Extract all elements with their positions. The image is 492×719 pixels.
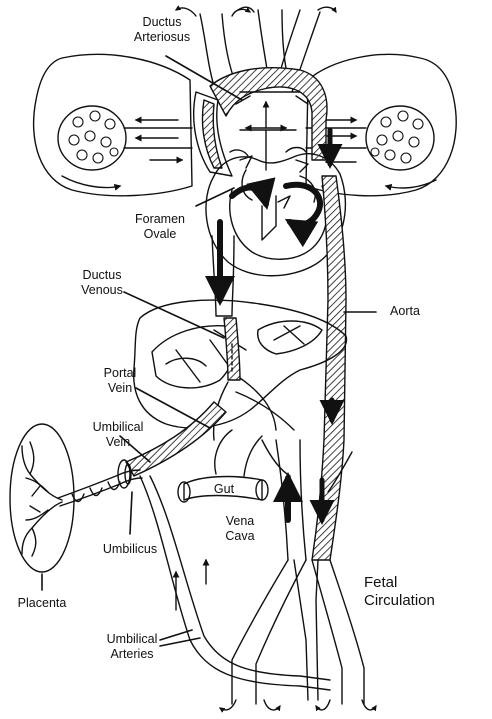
label-ductus-arteriosus: Ductus Arteriosus bbox=[116, 15, 208, 45]
figure-title-line1: Fetal bbox=[364, 574, 398, 591]
label-umbilical-arteries-line2: Arteries bbox=[110, 647, 154, 661]
label-aorta-text: Aorta bbox=[390, 304, 420, 318]
leader-lines bbox=[41, 55, 377, 647]
label-vena-cava-line2: Cava bbox=[225, 529, 255, 543]
bifurcation-arrows bbox=[235, 95, 309, 171]
label-umbilicus-text: Umbilicus bbox=[102, 542, 158, 556]
pulmonary-trunk bbox=[193, 91, 301, 177]
label-foramen-ovale: Foramen Ovale bbox=[120, 212, 200, 242]
label-umbilical-arteries-line1: Umbilical bbox=[106, 632, 158, 646]
label-ductus-arteriosus-line1: Ductus bbox=[142, 15, 182, 29]
foramen-ovale-arrows bbox=[229, 177, 323, 248]
left-lung bbox=[32, 53, 193, 197]
label-gut: Gut bbox=[206, 482, 242, 497]
label-ductus-venous-line1: Ductus bbox=[82, 268, 122, 282]
placenta bbox=[9, 423, 75, 573]
label-ductus-venous: Ductus Venous bbox=[66, 268, 138, 298]
umbilical-cord bbox=[57, 459, 143, 507]
label-umbilicus: Umbilicus bbox=[88, 542, 172, 557]
label-portal-vein-line1: Portal bbox=[103, 366, 137, 380]
label-placenta-text: Placenta bbox=[17, 596, 67, 610]
label-portal-vein-line2: Vein bbox=[107, 381, 133, 395]
descending-aorta bbox=[309, 175, 347, 561]
umbilical-vein-vessel bbox=[125, 401, 227, 477]
label-gut-text: Gut bbox=[213, 482, 235, 496]
figure-title: Fetal Circulation bbox=[364, 574, 464, 610]
label-aorta: Aorta bbox=[380, 304, 430, 319]
right-lung bbox=[305, 53, 457, 197]
label-umbilical-arteries: Umbilical Arteries bbox=[96, 632, 168, 662]
label-ductus-venous-line2: Venous bbox=[81, 283, 123, 297]
label-placenta: Placenta bbox=[4, 596, 80, 611]
inferior-vena-cava bbox=[205, 219, 235, 317]
label-portal-vein: Portal Vein bbox=[94, 366, 146, 396]
label-umbilical-vein: Umbilical Vein bbox=[82, 420, 154, 450]
gut bbox=[177, 429, 269, 503]
portal-vein-vessel bbox=[212, 377, 295, 441]
label-foramen-ovale-line1: Foramen bbox=[134, 212, 186, 226]
label-umbilical-vein-line1: Umbilical bbox=[92, 420, 144, 434]
label-vena-cava-line1: Vena bbox=[225, 514, 255, 528]
label-ductus-arteriosus-line2: Arteriosus bbox=[133, 30, 191, 44]
lower-vena-cava bbox=[261, 439, 353, 561]
iliac-vessels bbox=[219, 559, 377, 713]
label-umbilical-vein-line2: Vein bbox=[105, 435, 131, 449]
figure-title-line2: Circulation bbox=[364, 592, 435, 609]
label-foramen-ovale-line2: Ovale bbox=[143, 227, 177, 241]
label-vena-cava: Vena Cava bbox=[214, 514, 266, 544]
ductus-venous-vessel bbox=[223, 317, 241, 381]
